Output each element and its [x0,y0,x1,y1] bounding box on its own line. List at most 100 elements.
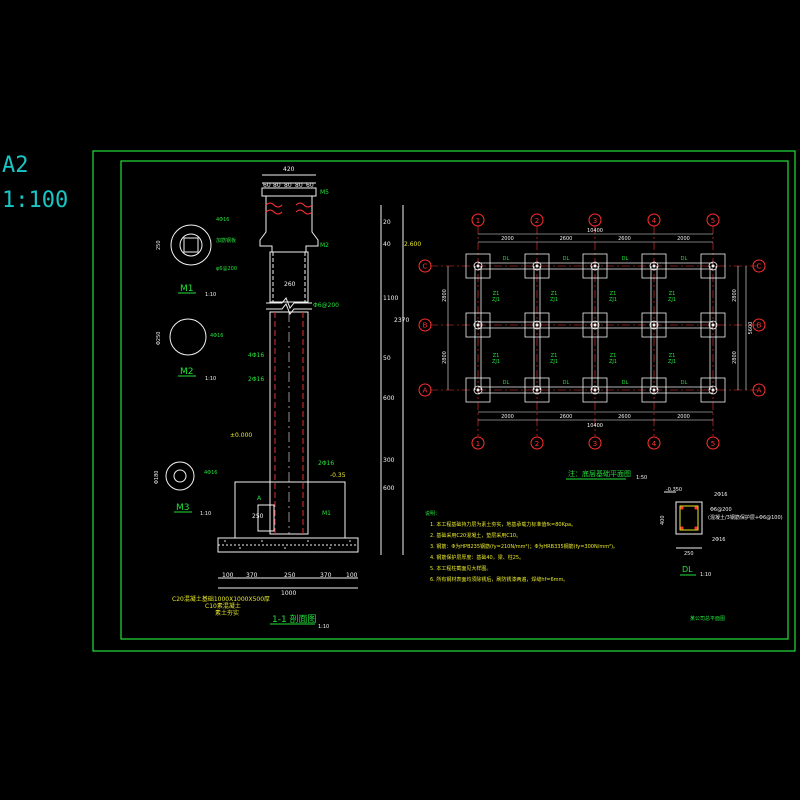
m1-note2: 加筋钢板 [216,237,236,244]
stamp: 某公司总平面图 [690,615,725,622]
zj-label: ZJ1 [609,359,617,365]
right-dim: 2800 [732,289,738,302]
column-center [593,323,597,327]
column-center [652,388,656,392]
rdim-4: 50 [383,355,391,362]
base-dim-4: 370 [320,572,332,579]
column-head [259,196,319,252]
top-rebar-marks [265,202,313,215]
m1-scale: 1:10 [205,292,216,298]
beam-stirrup-label: Φ6@200 [710,507,732,513]
note-2: 2. 基础采用C20混凝土，垫层采用C10。 [430,532,521,539]
elev-top: 2.600 [404,241,421,248]
axis-bubble-top [471,213,485,227]
axis-label-bottom: 3 [593,440,597,448]
detail-m2 [169,318,207,356]
column [473,320,483,330]
label-rebar3: 2Φ16 [318,460,334,467]
column-label: Z1 [610,291,617,297]
beam-note: (混凝土/3钢筋保护层+Φ6@100) [708,514,783,521]
footing-pad [641,377,667,403]
right-dim: 2800 [732,351,738,364]
top-dim: 2600 [560,236,573,242]
axis-bubble-bottom [471,436,485,450]
column-center [711,323,715,327]
column [649,385,659,395]
bottom-dim: 2000 [677,414,690,420]
dot [307,540,309,542]
footing-pad [465,312,491,338]
axis-bubble-bottom [530,436,544,450]
beam-label: DL [503,380,510,386]
cap-plate [261,187,317,197]
axis-bubble-right [752,259,766,273]
axis-label-bottom: 4 [652,440,657,448]
inner-frame [120,160,789,640]
base-dim-3: 250 [284,572,296,579]
beam-level: -0.350 [666,487,682,493]
rebar-mark [295,209,313,215]
rebar-mark [265,202,283,208]
dot [239,547,241,549]
dot [224,540,226,542]
notes-title: 说明： [425,510,440,517]
zj-label: ZJ1 [492,297,500,303]
mid-width: 260 [284,281,296,288]
note-6: 6. 所有钢材表面均须除锈后，刷防锈漆两遍，焊缝hf=6mm。 [430,576,568,583]
beam-label: DL [563,256,570,262]
footing-pad [465,377,491,403]
beam-label: DL [681,256,688,262]
top-dim-b: 80 [273,182,281,189]
section-1-1 [217,174,404,589]
axis-label-top: 5 [711,217,715,225]
column [649,320,659,330]
section-title-scale: 1:10 [318,624,329,630]
note-4: 4. 钢筋保护层厚度：基础40，梁、柱25。 [430,554,524,561]
base-dim-1: 100 [222,572,234,579]
top-dim-a: 60 [263,182,271,189]
note-3: 3. 钢筋：Φ为HPB235钢筋(fy=210N/mm²)；Φ为HRB335钢筋… [430,543,618,550]
column-center [593,388,597,392]
column-center [535,264,539,268]
m3-note: 4Φ16 [204,470,217,476]
zj-label: ZJ1 [550,297,558,303]
top-dim-420: 420 [283,166,295,173]
zj-label: ZJ1 [609,297,617,303]
axis-bubble-left [418,383,432,397]
dot [329,547,331,549]
beam-detail [664,491,703,549]
column-center [711,264,715,268]
m2-title: M2 [180,367,194,377]
right-total: 5600 [748,322,754,335]
axis-label-bottom: 2 [535,440,539,448]
column [590,320,600,330]
label-m2: M2 [320,242,329,249]
rdim-total: 2370 [394,317,409,324]
column [473,261,483,271]
base-dim-5: 100 [346,572,358,579]
outer-frame [92,150,796,652]
beam-label: DL [503,256,510,262]
column [590,385,600,395]
m3-title: M3 [176,503,190,513]
axis-label-left: B [423,322,428,330]
beam-top: 2Φ16 [714,492,727,498]
bottom-total: 10400 [587,423,603,429]
rdim-2: 40 [383,241,391,248]
break-line-bottom [266,303,312,315]
column-center [652,323,656,327]
dot [284,547,286,549]
top-dim-d: 80 [295,182,303,189]
beam-label: DL [563,380,570,386]
footing-pad [700,377,726,403]
bottom-dim: 2600 [618,414,631,420]
column [532,261,542,271]
beam-section [675,501,703,535]
left-dim: 2800 [442,351,448,364]
zj-label: ZJ1 [668,359,676,365]
axis-label-bottom: 1 [476,440,480,448]
base-dim-2: 370 [246,572,258,579]
column [708,320,718,330]
